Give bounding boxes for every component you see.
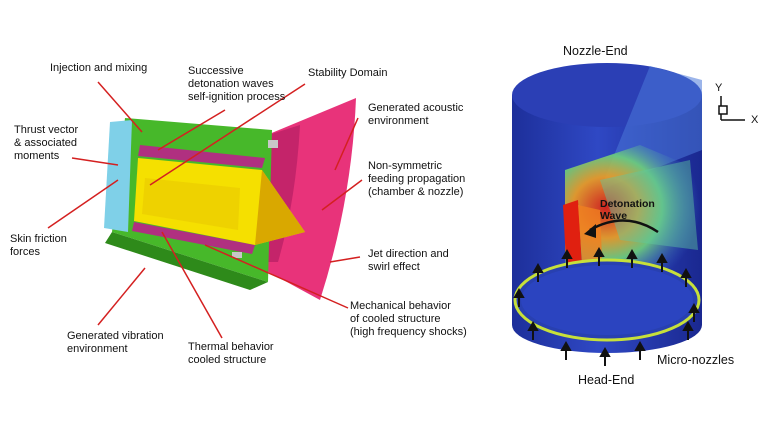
label-skin: Skin friction forces xyxy=(10,233,67,259)
label-jet: Jet direction and swirl effect xyxy=(368,248,449,274)
label-thrust: Thrust vector & associated moments xyxy=(14,124,78,163)
label-vibration: Generated vibration environment xyxy=(67,330,164,356)
label-head-end: Head-End xyxy=(578,373,634,387)
label-micro-nozzles: Micro-nozzles xyxy=(657,353,734,367)
label-injection: Injection and mixing xyxy=(50,62,147,75)
label-mechanical: Mechanical behavior of cooled structure … xyxy=(350,300,467,339)
axis-indicator xyxy=(719,96,745,120)
label-axis-x: X xyxy=(751,114,758,127)
label-detonation-wave: Detonation Wave xyxy=(600,198,655,222)
label-nozzle-end: Nozzle-End xyxy=(563,44,628,58)
label-stability: Stability Domain xyxy=(308,67,387,80)
label-axis-y: Y xyxy=(715,82,722,95)
label-acoustic: Generated acoustic environment xyxy=(368,102,463,128)
head-end-face xyxy=(521,265,693,335)
label-successive: Successive detonation waves self-ignitio… xyxy=(188,65,285,104)
label-thermal: Thermal behavior cooled structure xyxy=(188,341,274,367)
label-nonsym: Non-symmetric feeding propagation (chamb… xyxy=(368,160,465,199)
